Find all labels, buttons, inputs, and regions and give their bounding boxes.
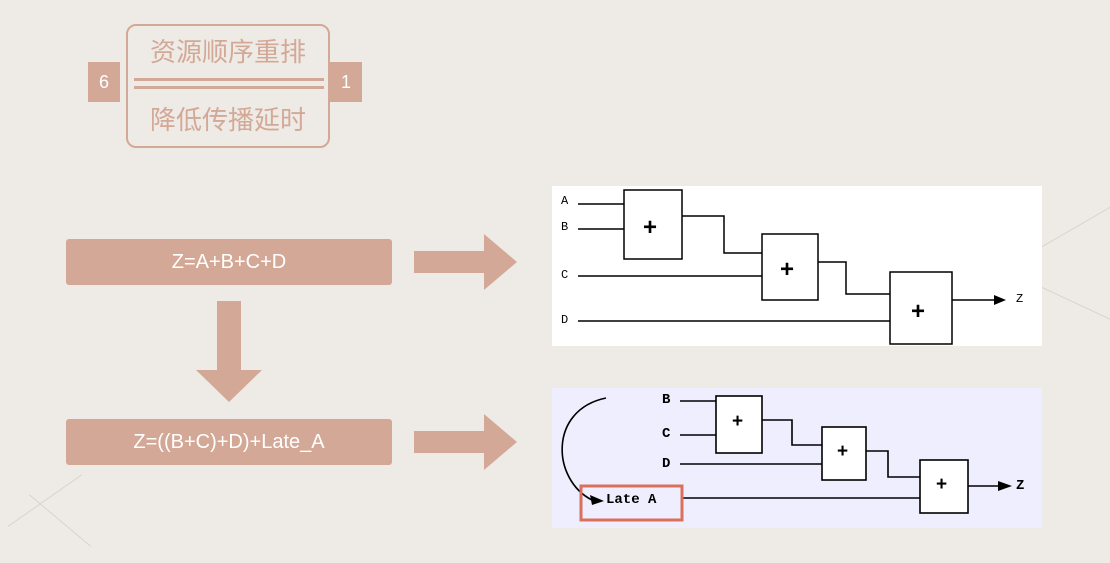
input-label-d: D xyxy=(662,456,671,472)
late-a-highlight xyxy=(579,484,684,522)
formula-reordered: Z=((B+C)+D)+Late_A xyxy=(66,419,392,465)
right-number: 1 xyxy=(330,62,362,102)
output-label-z: Z xyxy=(1016,478,1025,494)
adder-box xyxy=(889,271,953,345)
title-rule xyxy=(134,86,324,89)
output-label-z: Z xyxy=(1016,292,1024,306)
late-a-label: Late A xyxy=(606,492,657,508)
output-arrowhead xyxy=(994,295,1006,305)
adder-box xyxy=(761,233,819,301)
input-label-d: D xyxy=(561,313,569,327)
adder-symbol: + xyxy=(911,298,926,325)
adder-symbol: + xyxy=(732,411,744,432)
adder-symbol: + xyxy=(936,474,948,495)
title-top: 资源顺序重排 xyxy=(138,32,318,69)
adder-box xyxy=(623,189,683,260)
title-frame xyxy=(126,24,330,148)
formula-original: Z=A+B+C+D xyxy=(66,239,392,285)
left-number: 6 xyxy=(88,62,120,102)
title-badge: 资源顺序重排 降低传播延时 6 1 xyxy=(88,22,370,152)
down-arrow xyxy=(196,301,262,402)
input-label-a: A xyxy=(561,194,569,208)
adder-box xyxy=(821,426,867,481)
adder-box xyxy=(715,395,763,454)
adder-symbol: + xyxy=(837,441,849,462)
output-arrowhead xyxy=(998,481,1012,491)
adder-symbol: + xyxy=(643,214,658,241)
input-label-b: B xyxy=(561,220,569,234)
late-arrowhead xyxy=(590,495,604,505)
adder-symbol: + xyxy=(780,256,795,283)
title-rule xyxy=(134,78,324,81)
adder-box xyxy=(919,459,969,514)
input-label-c: C xyxy=(561,268,569,282)
right-arrow-2 xyxy=(414,414,517,470)
right-arrow-1 xyxy=(414,234,517,290)
title-bottom: 降低传播延时 xyxy=(138,100,318,137)
input-label-c: C xyxy=(662,426,671,442)
input-label-b: B xyxy=(662,392,671,408)
